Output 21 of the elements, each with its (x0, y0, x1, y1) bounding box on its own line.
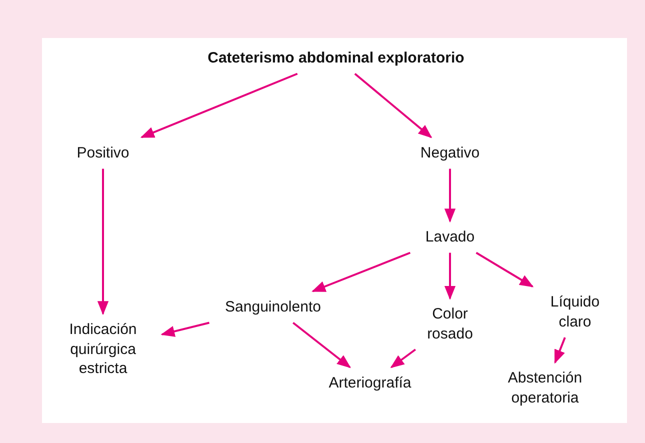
arrow (312, 252, 411, 292)
arrow (140, 72, 298, 138)
node-label: Lavado (424, 227, 476, 247)
arrow (444, 168, 456, 223)
node-label: Negativo (419, 143, 481, 163)
node-label: Indicación quirúrgica estricta (68, 320, 138, 378)
arrow (444, 252, 456, 300)
title-text: Cateterismo abdominal exploratorio (206, 48, 466, 68)
arrow (354, 72, 432, 138)
node-label: Abstención operatoria (506, 368, 584, 408)
node-label: Líquido claro (549, 292, 601, 332)
node-label: Positivo (76, 143, 130, 163)
arrow (554, 337, 566, 364)
arrow (97, 168, 109, 316)
arrow (390, 348, 416, 368)
arrow (476, 252, 534, 288)
node-label: Sanguinolento (224, 297, 322, 317)
node-label: Arteriografía (328, 373, 412, 393)
node-label: Color rosado (426, 304, 474, 344)
arrow (292, 322, 351, 368)
arrow (160, 322, 210, 337)
